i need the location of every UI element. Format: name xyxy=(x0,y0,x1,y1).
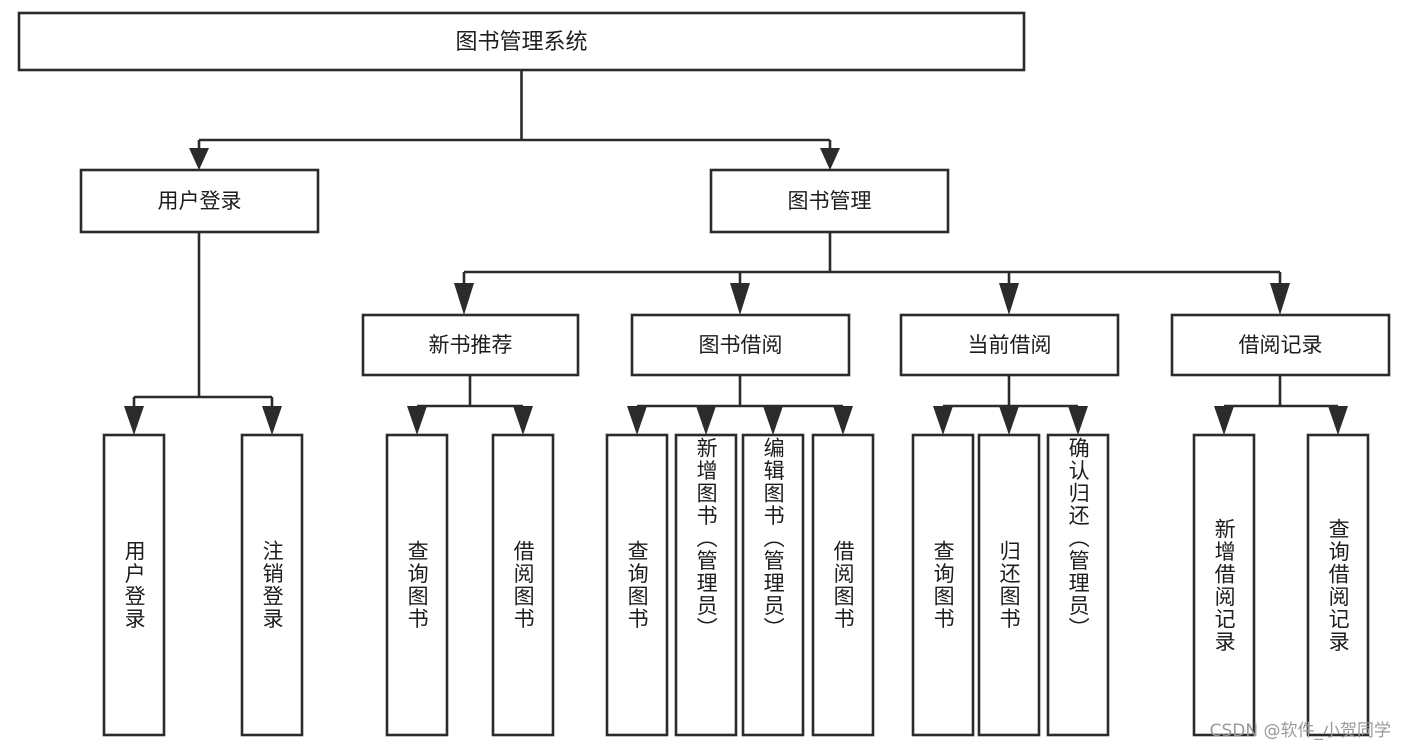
arrow-head-rec-query-record xyxy=(1328,406,1348,435)
node-rec-add-record-box[interactable] xyxy=(1192,433,1256,737)
arrow-head-bor-borrow-book xyxy=(833,406,853,435)
node-book-manage[interactable]: 图书管理 xyxy=(709,168,950,234)
node-current-borrow-box[interactable] xyxy=(899,313,1120,377)
node-rec-query-record-box[interactable] xyxy=(1306,433,1370,737)
connector-group-current-borrow xyxy=(933,375,1088,435)
connector-group-root xyxy=(189,70,840,170)
arrow-head-cur-query-book xyxy=(933,406,953,435)
leaf-boxes xyxy=(102,433,1370,737)
node-user-login-label: 用户登录 xyxy=(158,189,242,213)
node-borrow-record[interactable]: 借阅记录 xyxy=(1170,313,1391,377)
node-cur-return-book-box[interactable] xyxy=(977,433,1041,737)
arrow-head-bor-edit-book xyxy=(763,406,783,435)
arrow-head-borrow-record xyxy=(1270,283,1290,315)
node-user-login[interactable]: 用户登录 xyxy=(79,168,320,234)
connector-group-book-borrow xyxy=(627,375,853,435)
node-bor-query-book-box[interactable] xyxy=(605,433,669,737)
arrow-head-bor-add-book xyxy=(696,406,716,435)
node-borrow-record-label: 借阅记录 xyxy=(1239,333,1323,357)
node-current-borrow[interactable]: 当前借阅 xyxy=(899,313,1120,377)
node-rec-borrow-book-box[interactable] xyxy=(491,433,555,737)
node-root-box[interactable] xyxy=(17,11,1026,72)
node-bor-borrow-book-box[interactable] xyxy=(811,433,875,737)
csdn-watermark: CSDN @软件_小贺同学 xyxy=(1209,721,1391,741)
node-new-book-rec-label: 新书推荐 xyxy=(429,333,513,357)
arrow-head-current-borrow xyxy=(999,283,1019,315)
arrow-head-rec-borrow-book xyxy=(513,406,533,435)
arrow-head-cur-return-book xyxy=(999,406,1019,435)
node-login-do-box[interactable] xyxy=(102,433,166,737)
arrow-head-rec-add-record xyxy=(1214,406,1234,435)
arrow-head-bor-query-book xyxy=(627,406,647,435)
node-book-borrow-label: 图书借阅 xyxy=(699,333,783,357)
arrow-head-rec-query-book xyxy=(407,406,427,435)
node-new-book-rec-box[interactable] xyxy=(361,313,580,377)
node-root-label: 图书管理系统 xyxy=(455,30,587,55)
arrow-head-login-do xyxy=(124,406,144,435)
node-bor-add-book-box[interactable] xyxy=(674,433,738,737)
node-user-login-box[interactable] xyxy=(79,168,320,234)
node-cur-query-book-box[interactable] xyxy=(911,433,975,737)
arrow-head-new-book-rec xyxy=(454,283,474,315)
connector-group-borrow-record xyxy=(1214,375,1348,435)
arrow-head-logout-do xyxy=(262,406,282,435)
node-current-borrow-label: 当前借阅 xyxy=(968,333,1052,357)
connector-group-new-book-rec xyxy=(407,375,533,435)
connector-group-book-manage xyxy=(454,232,1290,315)
arrow-head-book-borrow xyxy=(730,283,750,315)
node-rec-query-book-box[interactable] xyxy=(385,433,449,737)
node-book-borrow[interactable]: 图书借阅 xyxy=(630,313,851,377)
arrow-head-user-login xyxy=(189,148,209,170)
node-bor-edit-book-box[interactable] xyxy=(741,433,805,737)
node-borrow-record-box[interactable] xyxy=(1170,313,1391,377)
arrow-head-cur-confirm-return xyxy=(1068,406,1088,435)
arrow-head-book-manage xyxy=(820,148,840,170)
node-root[interactable]: 图书管理系统 xyxy=(17,11,1026,72)
node-new-book-rec[interactable]: 新书推荐 xyxy=(361,313,580,377)
node-book-borrow-box[interactable] xyxy=(630,313,851,377)
node-logout-do-box[interactable] xyxy=(240,433,304,737)
node-book-manage-label: 图书管理 xyxy=(788,189,872,213)
node-cur-confirm-return-box[interactable] xyxy=(1046,433,1110,737)
node-book-manage-box[interactable] xyxy=(709,168,950,234)
connector-group-user-login xyxy=(124,232,282,435)
